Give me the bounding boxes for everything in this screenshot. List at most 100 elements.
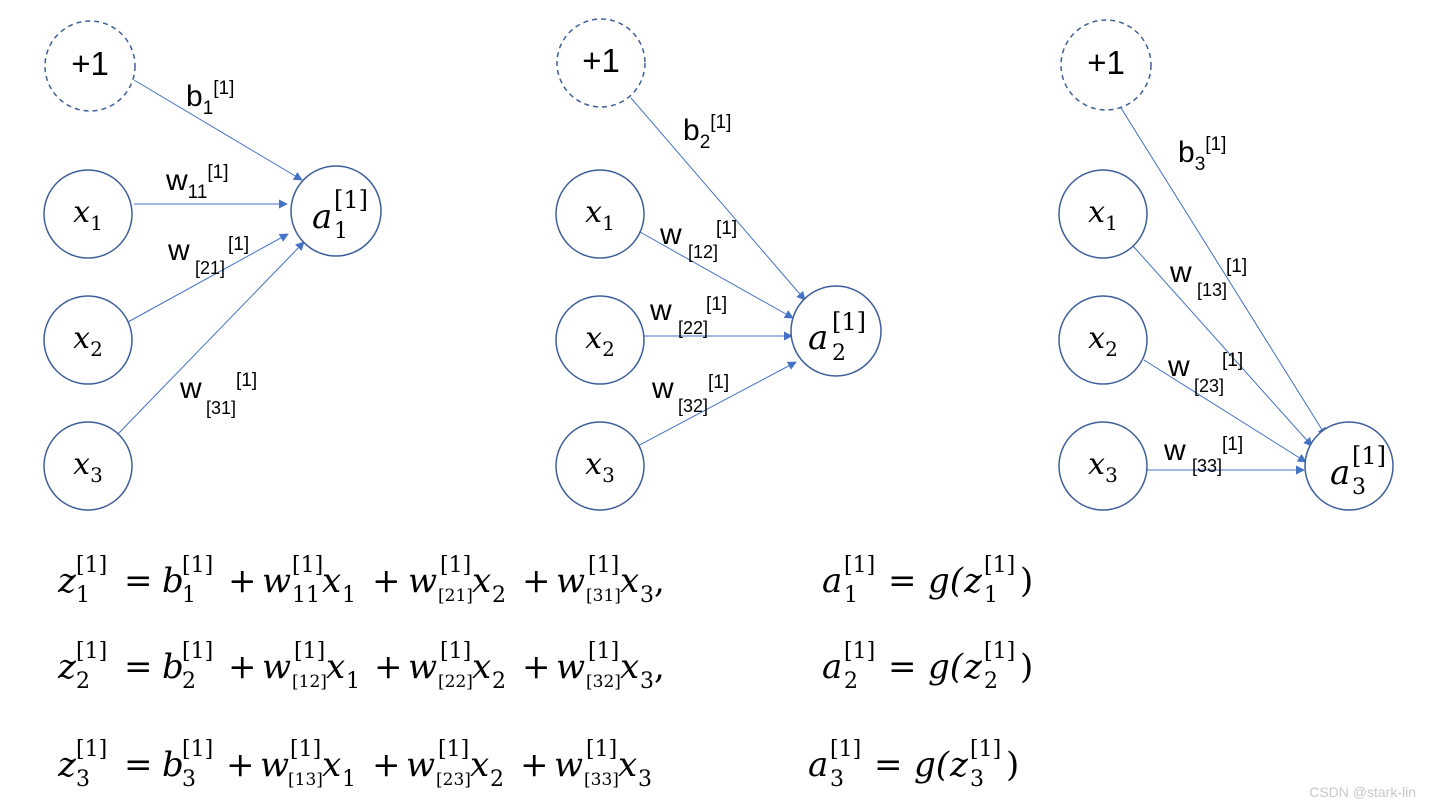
edge-label-w11: w11[1] [165,162,229,203]
input-label-x3: x3 [585,447,615,487]
eq3-act-z-sub: 3 [970,767,984,792]
eq1-equals: = [124,561,153,601]
input-label-x2: x2 [585,321,615,361]
edge-label-w23: w [1167,350,1190,383]
edge-label-w31: w [179,372,202,405]
eq1-lhs-sub: 1 [76,583,90,608]
eq3-x1-sub: 1 [342,767,356,792]
edge-bias-to-a2 [630,97,806,301]
input-label-x1: x1 [73,195,103,235]
eq2-lhs-sup: [1] [76,639,107,664]
input-label-x3: x3 [1088,447,1118,487]
edge-label-w12-sub: [12] [688,242,718,262]
eq2-x1: x [326,647,345,687]
edge-label-w33-sup: [1] [1222,434,1243,455]
eq3-w2-sup: [1] [438,737,469,762]
eq1-w3-sup: [1] [588,553,619,578]
eq2-w1-sup: [1] [294,639,325,664]
eq3-act-a-sub: 3 [830,767,844,792]
eq1-plus-2: + [372,561,401,601]
eq3-w2: w [406,745,435,785]
output-sup-a1: [1] [334,186,368,214]
output-label-a1: a [312,197,332,237]
eq1-act-g: g( [928,561,964,601]
edge-label-w13: w [1169,256,1192,289]
eq2-plus-2: + [374,647,403,687]
output-node-a1 [290,165,382,257]
eq1-w1: w [262,561,291,601]
eq3-x3-sub: 3 [638,767,652,792]
edge-x2-to-a3 [1143,359,1307,463]
eq3-b: b [162,745,184,785]
eq1-w1-sup: [1] [292,553,323,578]
eq1-x3-sub: 3 [640,583,654,608]
eq2-x2-sub: 2 [492,669,506,694]
edge-label-b2: b2[1] [683,112,731,153]
eq2-b: b [162,647,184,687]
input-node-x3 [43,421,133,511]
edge-label-b3: b3[1] [1178,134,1226,175]
eq2-b-sub: 2 [182,669,196,694]
edge-label-w32: w [651,372,674,405]
eq2-w2-sup: [1] [440,639,471,664]
eq2-lhs-sub: 2 [76,669,90,694]
eq2-b-sup: [1] [182,639,213,664]
eq1-act-eq: = [888,561,917,601]
output-sub-a3: 3 [1352,475,1366,500]
eq1-x3: x [620,561,639,601]
edge-label-w31-sub: [31] [206,398,236,418]
eq1-comma: , [654,561,665,601]
eq3-lhs-sub: 3 [76,767,90,792]
input-node-x2 [555,295,645,385]
output-sub-a1: 1 [334,219,348,244]
output-sub-a2: 2 [832,341,846,366]
eq3-lhs-sup: [1] [76,737,107,762]
eq3-act-z: z [949,745,969,785]
eq1-act-z-sup: [1] [984,553,1015,578]
edge-label-w33-sub: [33] [1192,456,1222,476]
eq1-b: b [162,561,184,601]
edge-bias-to-a1 [133,79,303,181]
eq2-act-eq: = [888,647,917,687]
eq3-x2-sub: 2 [490,767,504,792]
eq3-b-sub: 3 [182,767,196,792]
eq3-w1-sup: [1] [290,737,321,762]
edge-label-w31-sup: [1] [236,370,257,391]
eq2-act-g: g( [928,647,964,687]
eq3-equals: = [124,745,153,785]
panel-3: +1 x1 x2 x3 a [1] 3 b3[1] w [13] [1] w [… [1058,19,1394,511]
edge-label-w32-sup: [1] [708,372,729,393]
edge-label-w12: w [659,218,682,251]
panel-1: +1 x1 x2 x3 a [1] 1 b1[1] w11[1] w [21] … [43,20,382,511]
input-node-x2 [43,295,133,385]
eq1-w3-sub: [31] [586,586,621,606]
input-node-x1 [555,169,645,259]
eq3-w3: w [554,745,583,785]
eq2-act-z: z [963,647,983,687]
eq3-act-eq: = [874,745,903,785]
bias-label: +1 [71,45,109,82]
input-node-x1 [1058,169,1148,259]
eq2-act-z-sup: [1] [984,639,1015,664]
edge-label-w22-sup: [1] [706,294,727,315]
eq3-w1-sub: [13] [288,770,323,790]
eq2-w3: w [556,647,585,687]
edge-x1-to-a2 [639,231,794,319]
equation-row-1: z [1] 1 = b [1] 1 + w [1] 11 x 1 + w [1]… [57,553,1033,608]
equation-row-3: z [1] 3 = b [1] 3 + w [1] [13] x 1 + w [… [57,737,1019,792]
edge-label-w22: w [649,294,672,327]
eq3-x2: x [470,745,489,785]
eq3-act-a-sup: [1] [830,737,861,762]
eq1-act-z: z [963,561,983,601]
bias-label: +1 [1087,44,1125,81]
input-label-x2: x2 [73,321,103,361]
edge-x2-to-a1 [127,233,289,323]
eq2-w1-sub: [12] [292,672,327,692]
input-label-x1: x1 [1088,195,1118,235]
edge-x3-to-a2 [633,361,797,449]
eq1-act-a-sub: 1 [844,583,858,608]
eq1-b-sup: [1] [182,553,213,578]
eq2-act-a-sup: [1] [844,639,875,664]
eq2-w3-sub: [32] [586,672,621,692]
